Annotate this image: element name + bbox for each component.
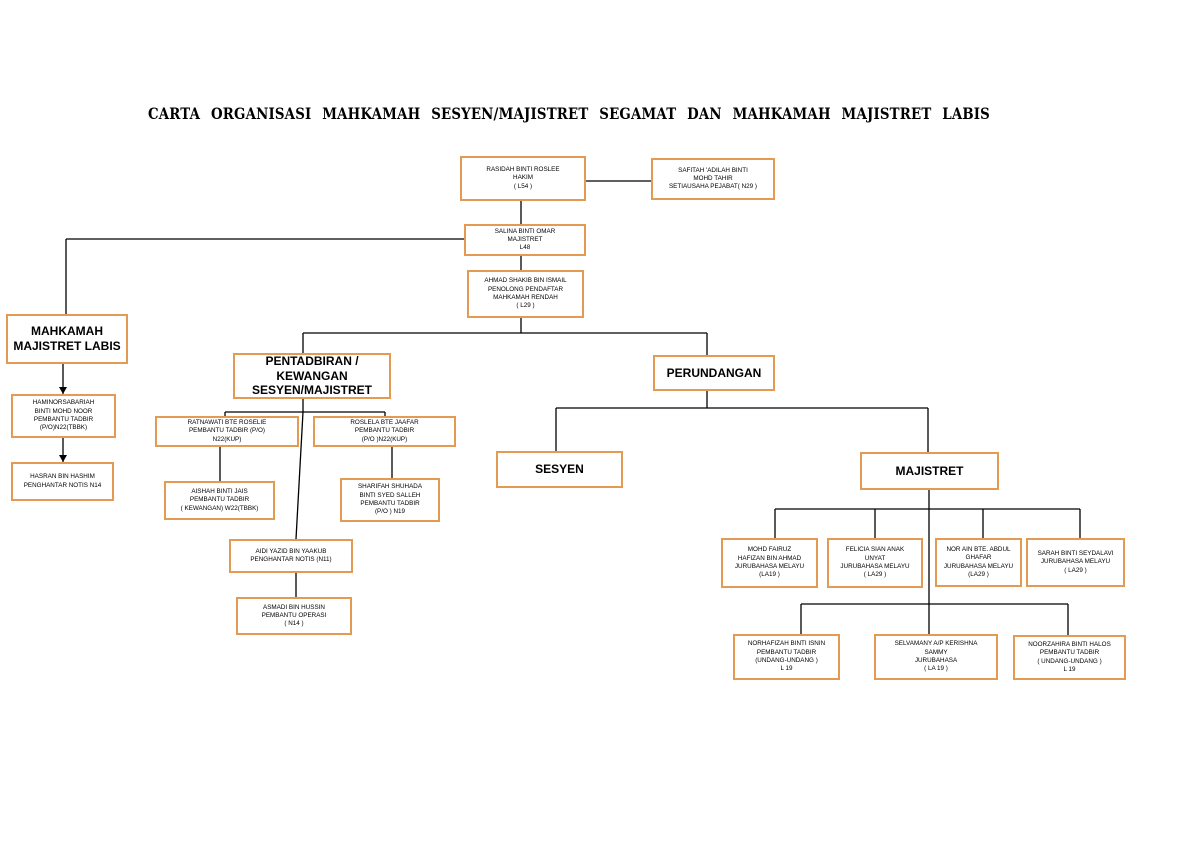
- box-asmadi-line-2: PEMBANTU OPERASI: [261, 611, 327, 619]
- box-labis-line-2: MAJISTRET LABIS: [13, 339, 121, 353]
- box-roslela-line-2: PEMBANTU TADBIR: [354, 427, 415, 435]
- box-majistret2-label: MAJISTRET: [895, 463, 964, 478]
- box-noorzahira-line-4: L 19: [1063, 665, 1076, 673]
- box-norain-line-3: JURUBAHASA MELAYU: [943, 562, 1014, 570]
- box-sarah-line-2: JURUBAHASA MELAYU: [1040, 558, 1111, 566]
- box-penolong-line-2: PENOLONG PENDAFTAR: [487, 285, 564, 293]
- box-mahkamah-majistret-labis: MAHKAMAH MAJISTRET LABIS: [6, 314, 128, 364]
- box-hasran-line-2: PENGHANTAR NOTIS N14: [23, 481, 102, 489]
- box-roslela: ROSLELA BTE JAAFAR PEMBANTU TADBIR (P/O …: [313, 416, 456, 447]
- box-sarah: SARAH BINTI SEYDALAVI JURUBAHASA MELAYU …: [1026, 538, 1125, 587]
- box-fairuz: MOHD FAIRUZ HAFIZAN BIN AHMAD JURUBAHASA…: [721, 538, 818, 588]
- box-norain-line-2: GHAFAR: [965, 554, 992, 562]
- box-nor-ain: NOR AIN BTE. ABDUL GHAFAR JURUBAHASA MEL…: [935, 538, 1022, 587]
- box-roslela-line-1: ROSLELA BTE JAAFAR: [350, 419, 419, 427]
- box-fairuz-line-2: HAFIZAN BIN AHMAD: [737, 554, 802, 562]
- box-majistret: SALINA BINTI OMAR MAJISTRET L48: [464, 224, 586, 256]
- box-hakim-line-2: HAKIM: [513, 174, 533, 182]
- box-asmadi-line-1: ASMADI BIN HUSSIN: [263, 603, 325, 611]
- box-sharifah-line-2: BINTI SYED SALLEH: [359, 491, 421, 499]
- box-sharifah-line-1: SHARIFAH SHUHADA: [357, 483, 423, 491]
- box-aidi-line-2: PENGHANTAR NOTIS (N11): [250, 556, 332, 563]
- box-sesyen-label: SESYEN: [535, 462, 584, 477]
- box-sharifah: SHARIFAH SHUHADA BINTI SYED SALLEH PEMBA…: [340, 478, 440, 522]
- box-perundangan: PERUNDANGAN: [653, 355, 775, 391]
- box-haminor-line-4: (P/O)N22(TBBK): [39, 424, 88, 432]
- box-pentadbiran-line-2: KEWANGAN: [276, 368, 348, 383]
- box-setiausaha-line-2: MOHD TAHIR: [693, 174, 733, 182]
- box-noorzahira: NOORZAHIRA BINTI HALOS PEMBANTU TADBIR (…: [1013, 635, 1126, 680]
- box-setiausaha-line-3: SETIAUSAHA PEJABAT( N29 ): [668, 183, 758, 191]
- box-pentadbiran-kewangan: PENTADBIRAN / KEWANGAN SESYEN/MAJISTRET: [233, 353, 391, 399]
- box-haminor-line-2: BINTI MOHD NOOR: [34, 407, 93, 415]
- box-roslela-line-3: (P/O )N22(KUP): [361, 435, 408, 443]
- box-haminorsabariah: HAMINORSABARIAH BINTI MOHD NOOR PEMBANTU…: [11, 394, 116, 438]
- box-hakim-line-3: ( L54 ): [513, 182, 533, 190]
- box-norhafizah: NORHAFIZAH BINTI ISNIN PEMBANTU TADBIR (…: [733, 634, 840, 680]
- box-majistret-line-3: L48: [519, 244, 531, 252]
- box-aishah-line-2: PEMBANTU TADBIR: [189, 496, 250, 504]
- box-hasran-line-1: HASRAN BIN HASHIM: [30, 473, 95, 481]
- box-aishah-line-3: ( KEWANGAN) W22(TBBK): [180, 504, 259, 512]
- box-penolong-line-4: ( L29 ): [516, 302, 535, 310]
- box-majistret-section: MAJISTRET: [860, 452, 999, 490]
- box-noorzahira-line-2: PEMBANTU TADBIR: [1039, 649, 1100, 657]
- box-sharifah-line-4: (P/O ) N19: [374, 508, 406, 516]
- box-fairuz-line-4: (LA19 ): [759, 571, 780, 579]
- box-aidi-line-1: AIDI YAZID BIN YAAKUB: [255, 547, 327, 555]
- box-setiausaha-line-1: SAFITAH 'ADILAH BINTI: [678, 166, 748, 174]
- box-penolong-pendaftar: AHMAD SHAKIB BIN ISMAIL PENOLONG PENDAFT…: [467, 270, 584, 318]
- box-norain-line-4: (LA29 ): [968, 570, 989, 578]
- box-sarah-line-3: ( LA29 ): [1064, 566, 1087, 574]
- box-penolong-line-3: MAHKAMAH RENDAH: [493, 294, 558, 301]
- page-title: CARTA ORGANISASI MAHKAMAH SESYEN/MAJISTR…: [148, 104, 990, 123]
- box-asmadi: ASMADI BIN HUSSIN PEMBANTU OPERASI ( N14…: [236, 597, 352, 635]
- box-haminor-line-1: HAMINORSABARIAH: [32, 399, 95, 407]
- box-penolong-line-1: AHMAD SHAKIB BIN ISMAIL: [484, 277, 567, 285]
- box-selvamany-line-2: SAMMY: [924, 648, 948, 656]
- box-noorzahira-line-1: NOORZAHIRA BINTI HALOS: [1028, 640, 1111, 648]
- box-norain-line-1: NOR AIN BTE. ABDUL: [946, 545, 1011, 553]
- box-fairuz-line-3: JURUBAHASA MELAYU: [734, 563, 805, 570]
- box-selvamany-line-4: ( LA 19 ): [924, 665, 948, 673]
- box-felicia-line-3: JURUBAHASA MELAYU: [840, 563, 910, 570]
- box-felicia: FELICIA SIAN ANAK UNYAT JURUBAHASA MELAY…: [827, 538, 923, 588]
- box-fairuz-line-1: MOHD FAIRUZ: [747, 546, 792, 554]
- box-hasran: HASRAN BIN HASHIM PENGHANTAR NOTIS N14: [11, 462, 114, 501]
- box-aishah: AISHAH BINTI JAIS PEMBANTU TADBIR ( KEWA…: [164, 481, 275, 520]
- box-norhafizah-line-3: (UNDANG-UNDANG ): [755, 657, 818, 664]
- box-setiausaha: SAFITAH 'ADILAH BINTI MOHD TAHIR SETIAUS…: [651, 158, 775, 200]
- box-felicia-line-2: UNYAT: [864, 554, 886, 562]
- box-haminor-line-3: PEMBANTU TADBIR: [33, 416, 94, 423]
- box-ratnawati-line-1: RATNAWATI BTE ROSELIE: [187, 419, 267, 427]
- box-asmadi-line-3: ( N14 ): [284, 620, 304, 628]
- box-pentadbiran-line-3: SESYEN/MAJISTRET: [251, 383, 373, 398]
- box-sharifah-line-3: PEMBANTU TADBIR: [360, 500, 420, 507]
- box-aishah-line-1: AISHAH BINTI JAIS: [191, 488, 248, 496]
- box-perundangan-label: PERUNDANGAN: [666, 365, 762, 380]
- box-norhafizah-line-4: L 19: [780, 665, 793, 673]
- box-ratnawati: RATNAWATI BTE ROSELIE PEMBANTU TADBIR (P…: [155, 416, 299, 447]
- box-majistret-line-2: MAJISTRET: [507, 235, 543, 243]
- box-hakim: RASIDAH BINTI ROSLEE HAKIM ( L54 ): [460, 156, 586, 201]
- box-ratnawati-line-2: PEMBANTU TADBIR (P/O): [188, 427, 266, 435]
- box-norhafizah-line-2: PEMBANTU TADBIR: [756, 648, 817, 656]
- box-selvamany-line-1: SELVAMANY A/P KERISHNA: [894, 640, 978, 648]
- box-sarah-line-1: SARAH BINTI SEYDALAVI: [1037, 550, 1114, 558]
- box-majistret-line-1: SALINA BINTI OMAR: [494, 227, 556, 235]
- box-felicia-line-1: FELICIA SIAN ANAK: [845, 546, 905, 554]
- box-aidi: AIDI YAZID BIN YAAKUB PENGHANTAR NOTIS (…: [229, 539, 353, 573]
- box-selvamany: SELVAMANY A/P KERISHNA SAMMY JURUBAHASA …: [874, 634, 998, 680]
- box-pentadbiran-line-1: PENTADBIRAN /: [265, 354, 359, 369]
- box-selvamany-line-3: JURUBAHASA: [914, 657, 958, 664]
- box-labis-line-1: MAHKAMAH: [31, 324, 103, 339]
- box-felicia-line-4: ( LA29 ): [863, 571, 887, 579]
- box-norhafizah-line-1: NORHAFIZAH BINTI ISNIN: [747, 640, 826, 648]
- box-noorzahira-line-3: ( UNDANG-UNDANG ): [1037, 657, 1102, 665]
- box-ratnawati-line-3: N22(KUP): [212, 435, 242, 443]
- box-sesyen: SESYEN: [496, 451, 623, 488]
- box-hakim-line-1: RASIDAH BINTI ROSLEE: [486, 166, 560, 174]
